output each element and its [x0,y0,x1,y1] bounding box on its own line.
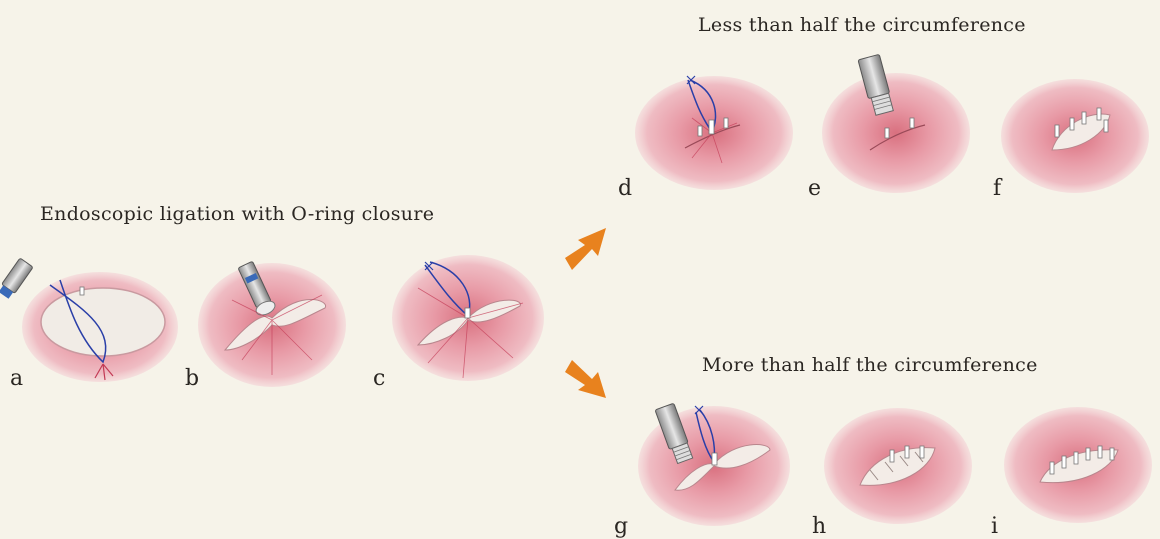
resection-defect [41,288,165,356]
panel-d [635,76,793,190]
panel-i [1004,407,1152,523]
panel-g [638,403,790,526]
panel-b [198,260,346,387]
arrow-up-right [565,228,606,270]
tissue-disc [822,73,970,193]
panel-a [0,258,178,382]
panel-c [392,255,544,381]
arrow-down-right [565,360,606,398]
panel-f [1001,79,1149,193]
panel-h [824,408,972,524]
panel-e [822,54,970,193]
endoscope-cap [0,258,33,300]
